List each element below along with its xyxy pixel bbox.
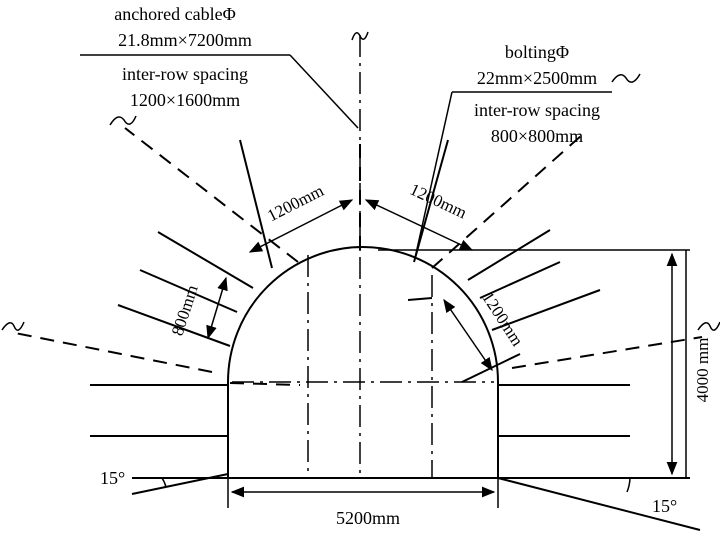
cable-label-line2: 21.8mm×7200mm [118,30,252,50]
bolt-label-line1: boltingΦ [505,42,569,62]
dim-label-width: 5200mm [336,508,400,528]
break-symbol-top [351,31,369,41]
angle-label-left: 15° [100,468,125,488]
cable-label-line1: anchored cableΦ [114,4,236,24]
angle-arc-left [161,477,167,488]
bolt-label-leader [414,91,453,259]
slope-line-right [497,477,701,531]
dim-arrow-arc-left [248,199,354,253]
anchor-cable-right [511,336,703,369]
dim-arrow-bolt-gap [206,276,228,340]
cable-label-leader [289,54,359,129]
anchor-cable-left [14,332,213,373]
bolt-inner-mark [407,297,433,301]
dim-arrow-arc-side [443,298,493,372]
bolt-arch-4 [467,229,551,281]
angle-label-right: 15° [652,496,677,516]
dim-label-arc-left: 1200mm [264,181,326,225]
bolt-arch-3 [157,231,254,289]
anchor-cable-left-inner [229,382,301,386]
angle-arc-right [626,477,631,493]
cable-label-line4: 1200×1600mm [130,90,240,110]
cable-label-line3: inter-row spacing [122,64,248,84]
bolt-label-line2: 22mm×2500mm [477,68,597,88]
dim-label-arc-right: 1200mm [407,180,470,223]
bolt-arch-8 [491,289,601,331]
bolt-label-line3: inter-row spacing [474,100,600,120]
bolt-label-line4: 800×800mm [491,126,583,146]
dim-label-height: 4000 mm [693,338,712,403]
break-symbol-right [697,321,720,331]
break-symbol-right-upper [611,73,641,83]
bolt-arch-6 [479,261,561,299]
dim-label-bolt-gap: 800mm [168,283,202,338]
break-symbol-left [1,321,25,331]
break-symbol-left-upper [109,115,137,126]
slope-line-left [131,473,229,495]
anchor-cable-left-upper [124,127,299,263]
dim-arrow-arc-right [364,199,474,251]
tunnel-outline [227,246,499,478]
